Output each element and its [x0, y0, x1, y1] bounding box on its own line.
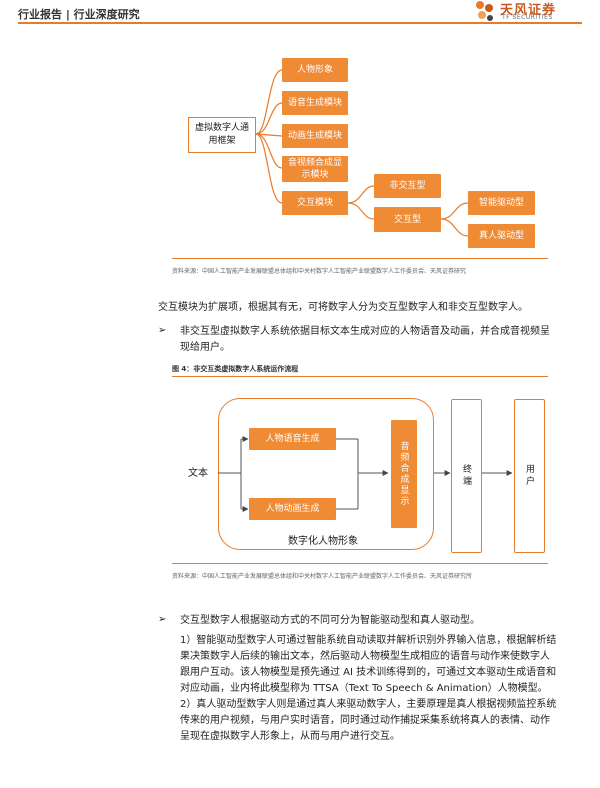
- bullet-interactive: 交互型数字人根据驱动方式的不同可分为智能驱动型和真人驱动型。: [180, 615, 480, 626]
- terminal-box: 终端: [451, 399, 482, 553]
- logo-subtext: TF SECURITIES: [502, 14, 553, 21]
- bullet-non-interactive: 非交互型虚拟数字人系统依据目标文本生成对应的人物语音及动画，并合成音视频呈现给用…: [180, 326, 550, 353]
- speech-generation-box: 人物语音生成: [249, 428, 336, 450]
- figure4-arrows: [218, 436, 513, 512]
- type-human-driven: 真人驱动型: [468, 224, 535, 248]
- paragraph-interaction-module: 交互模块为扩展项，根据其有无，可将数字人分为交互型数字人和非交互型数字人。: [158, 302, 528, 313]
- figure4-source: 资料来源：中国人工智能产业发展联盟总体组和中关村数字人工智能产业联盟数字人工作委…: [172, 573, 473, 580]
- header-rule: [18, 22, 582, 24]
- figure3-bottom-rule: [172, 258, 548, 259]
- module-interaction: 交互模块: [282, 191, 348, 215]
- bullet-marker: ➢: [158, 325, 167, 336]
- figure3-source: 资料来源：中国人工智能产业发展联盟总体组和中关村数字人工智能产业联盟数字人工作委…: [172, 268, 467, 275]
- type-non-interactive: 非交互型: [374, 174, 441, 198]
- tf-logo-icon: [476, 1, 493, 21]
- figure4-title: 图 4：非交互类虚拟数字人系统运作流程: [172, 365, 299, 373]
- bullet-marker: ➢: [158, 614, 167, 625]
- input-text-label: 文本: [188, 468, 208, 479]
- module-av-synthesis: 音视频合成显示模块: [282, 156, 348, 182]
- digital-persona-caption: 数字化人物形象: [288, 536, 358, 547]
- framework-connectors: [255, 69, 469, 237]
- digital-persona-frame: [218, 398, 434, 550]
- logo-text: 天风证券: [500, 3, 557, 18]
- framework-root-box: 虚拟数字人通用框架: [188, 117, 256, 153]
- report-header-label: 行业报告 | 行业深度研究: [18, 8, 140, 21]
- module-appearance: 人物形象: [282, 58, 348, 82]
- module-speech: 语音生成模块: [282, 91, 348, 115]
- figure4-bottom-rule: [172, 563, 548, 564]
- figure4-top-rule: [172, 376, 548, 377]
- type-interactive: 交互型: [374, 207, 441, 232]
- av-synthesis-box: 音频合成显示: [391, 420, 417, 528]
- module-animation: 动画生成模块: [282, 124, 348, 148]
- paragraph-human-driven: 2）真人驱动型数字人则是通过真人来驱动数字人，主要原理是真人根据视频监控系统传来…: [180, 699, 557, 742]
- animation-generation-box: 人物动画生成: [249, 498, 336, 520]
- paragraph-smart-driven: 1）智能驱动型数字人可通过智能系统自动读取并解析识别外界输入信息，根据解析结果决…: [180, 635, 557, 694]
- type-smart-driven: 智能驱动型: [468, 191, 535, 215]
- user-box: 用户: [514, 399, 545, 553]
